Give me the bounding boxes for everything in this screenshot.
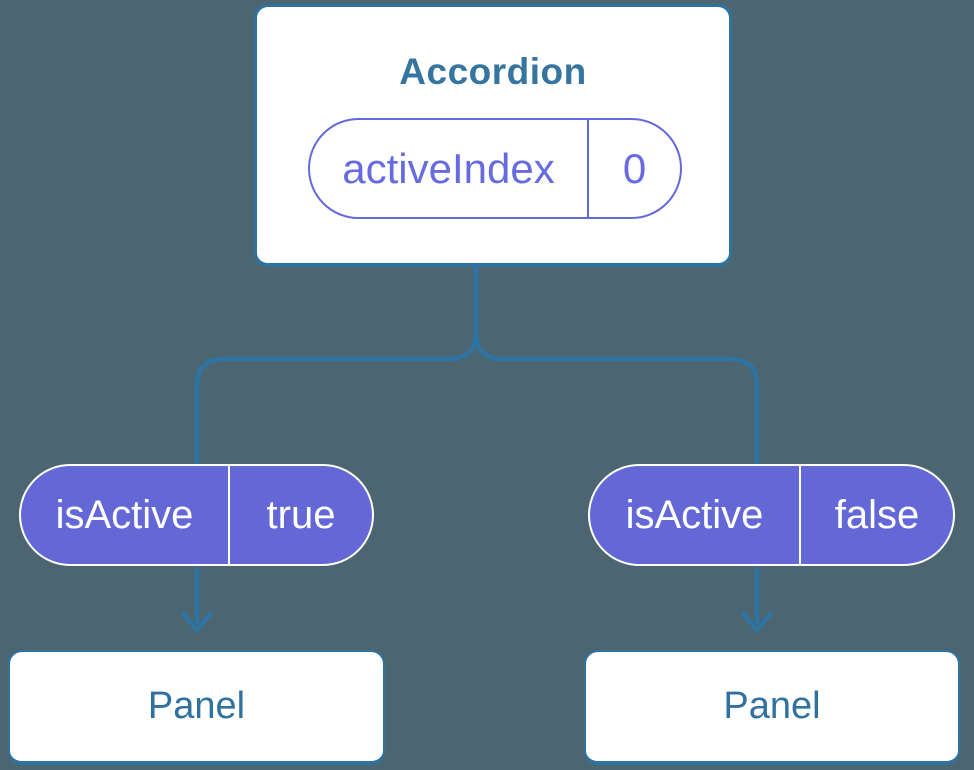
prop-name: isActive bbox=[590, 466, 801, 564]
panel-title: Panel bbox=[147, 685, 246, 727]
prop-value: true bbox=[266, 492, 336, 537]
accordion-title: Accordion bbox=[399, 51, 587, 92]
arrow-left-head-icon bbox=[180, 610, 214, 634]
state-pill: activeIndex 0 bbox=[308, 118, 682, 219]
connector-branch-right bbox=[473, 264, 760, 465]
arrow-right-head-icon bbox=[740, 610, 774, 634]
state-pill-value: 0 bbox=[622, 144, 647, 192]
prop-value: false bbox=[834, 492, 920, 537]
prop-pill-left: isActive true bbox=[19, 464, 374, 566]
panel-title: Panel bbox=[723, 685, 821, 727]
connector-branch-left bbox=[194, 264, 479, 465]
panel-component-card-left: Panel bbox=[8, 650, 385, 765]
accordion-component-card: Accordion activeIndex 0 bbox=[254, 4, 732, 267]
state-pill-name: activeIndex bbox=[310, 120, 589, 217]
prop-pill-right: isActive false bbox=[588, 464, 955, 566]
panel-component-card-right: Panel bbox=[584, 650, 960, 765]
prop-name: isActive bbox=[21, 466, 230, 564]
